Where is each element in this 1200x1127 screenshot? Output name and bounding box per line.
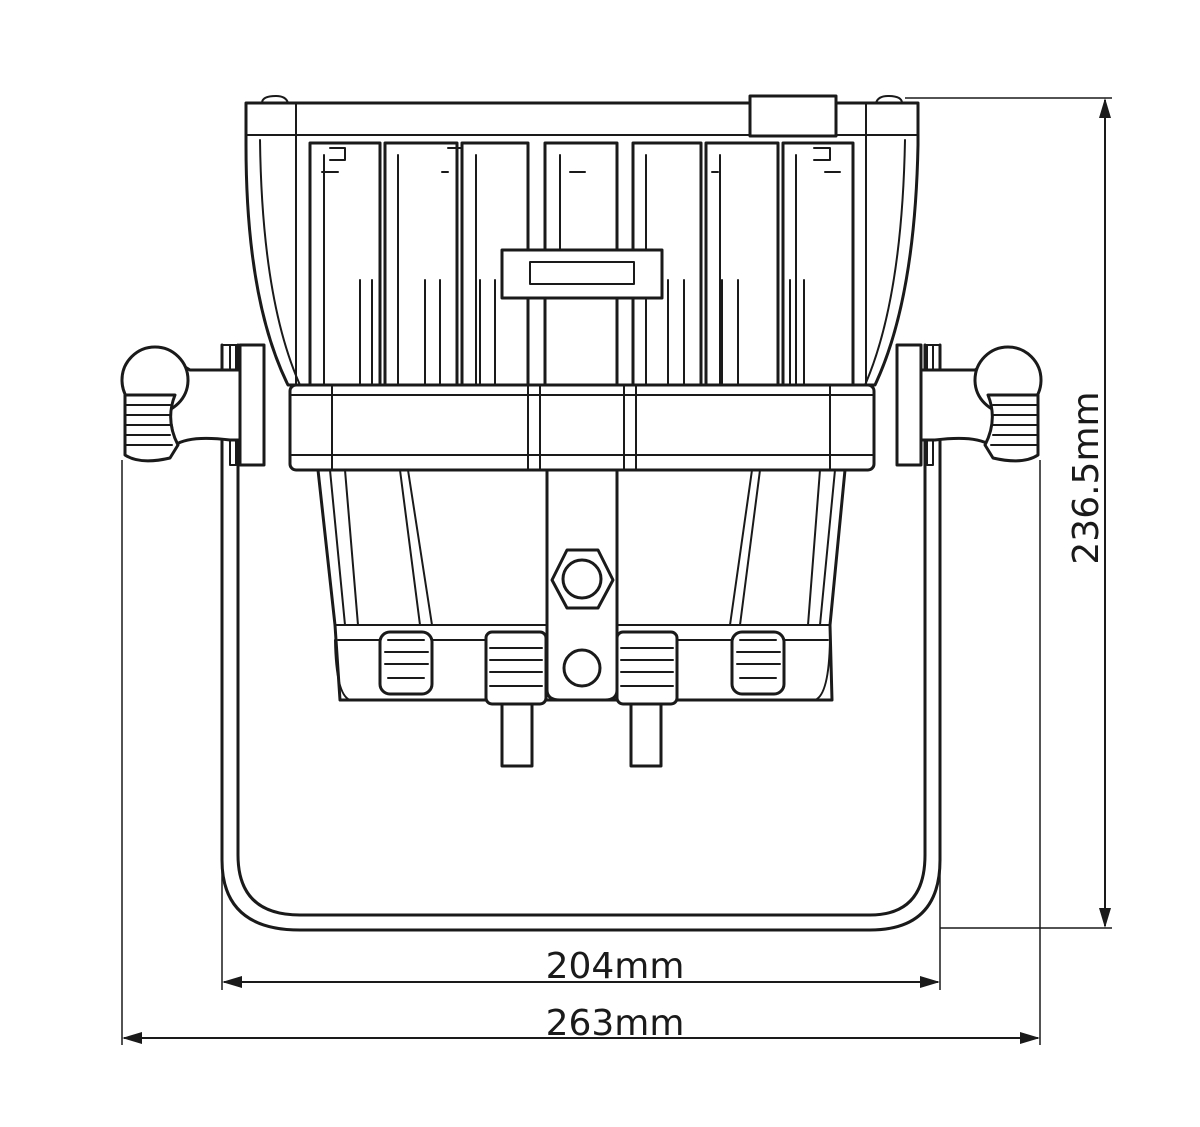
- left-knob: [120, 343, 266, 467]
- inner-width-label: 204mm: [546, 946, 685, 987]
- height-dimension: [905, 97, 1112, 929]
- cable-glands: [378, 630, 786, 768]
- outer-width-label: 263mm: [546, 1003, 685, 1044]
- height-label: 236.5mm: [1066, 391, 1107, 564]
- right-knob: [895, 343, 1043, 467]
- inner-width-dimension: [221, 860, 941, 990]
- mount-plate: [545, 468, 619, 702]
- cooling-fins: [308, 141, 855, 387]
- front-bezel: [288, 383, 876, 472]
- outer-width-dimension: [121, 460, 1041, 1045]
